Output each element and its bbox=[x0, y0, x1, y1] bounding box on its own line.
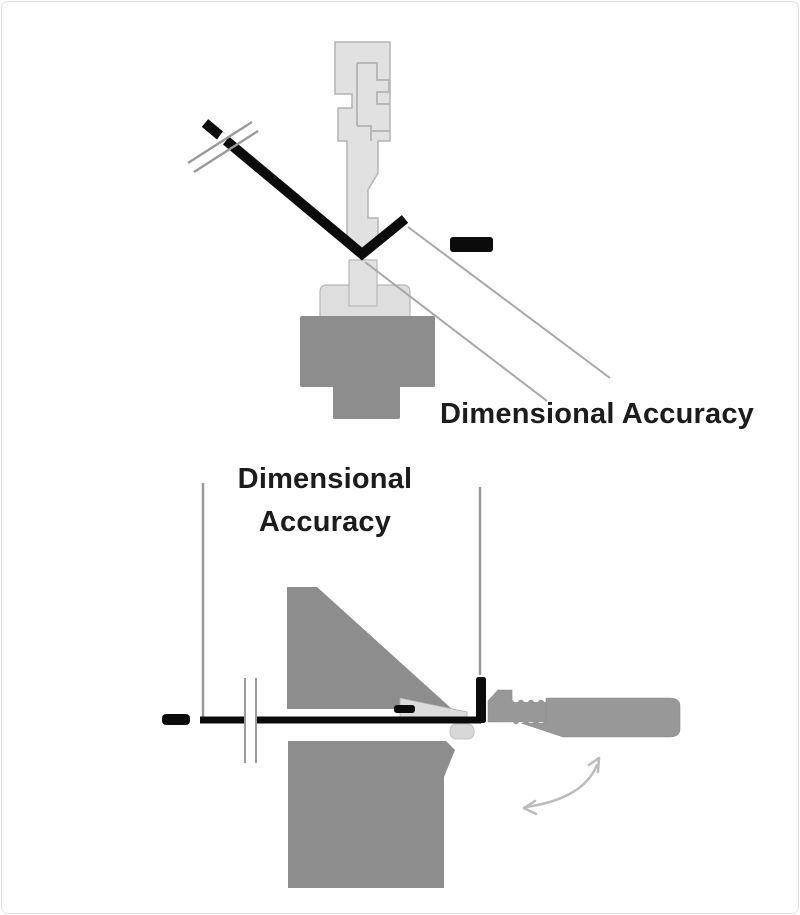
reference-dash bbox=[450, 237, 493, 252]
sheet-line bbox=[200, 710, 481, 728]
rotation-arrow bbox=[522, 756, 601, 816]
springback-reference-lines bbox=[364, 226, 611, 402]
break-symbol-bottom bbox=[244, 678, 257, 763]
blade-dash bbox=[394, 705, 415, 713]
top-diagram-label: Dimensional Accuracy bbox=[440, 398, 754, 430]
beam-body bbox=[520, 697, 681, 738]
measurement-lines bbox=[201, 483, 482, 717]
break-symbol bbox=[187, 120, 259, 174]
bottom-diagram-panel-bender bbox=[162, 483, 681, 888]
die-holder bbox=[300, 316, 435, 419]
sheet-break-gap bbox=[245, 710, 257, 728]
bottom-label-line2: Accuracy bbox=[258, 506, 392, 538]
v-die bbox=[319, 259, 411, 319]
press-brake-punch bbox=[334, 41, 391, 254]
lower-die bbox=[288, 741, 455, 888]
clamp-triangle bbox=[287, 587, 452, 709]
punch-clamp-grooves bbox=[356, 62, 390, 141]
beam-thread bbox=[505, 699, 551, 725]
folding-beam bbox=[487, 689, 681, 738]
bottom-label-line1: Dimensional bbox=[237, 463, 413, 495]
top-diagram-press-brake bbox=[187, 41, 611, 419]
pivot-roller bbox=[449, 723, 475, 740]
reference-dash-left bbox=[162, 714, 190, 725]
bottom-diagram-label: Dimensional Accuracy bbox=[199, 458, 451, 544]
bent-flange bbox=[476, 677, 486, 723]
